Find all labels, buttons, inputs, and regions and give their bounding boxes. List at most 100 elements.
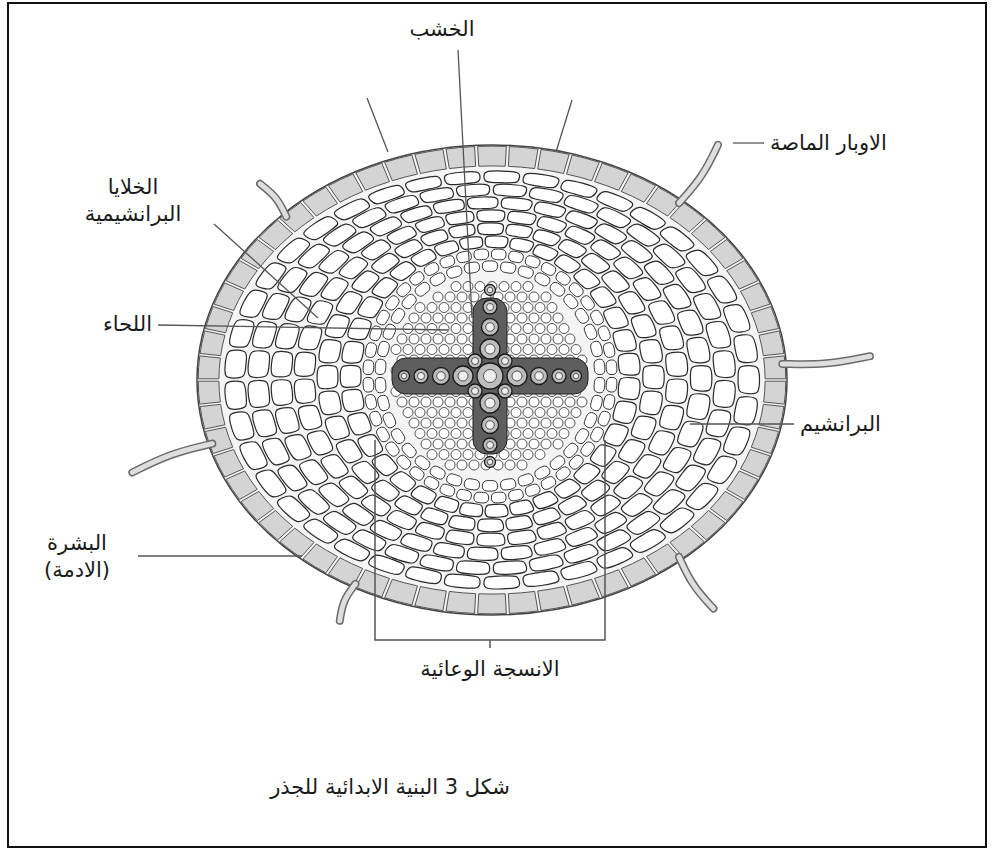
phloem-cell	[505, 460, 515, 470]
phloem-cell	[445, 397, 455, 407]
epidermis-cell	[214, 283, 243, 311]
xylem-lumen	[487, 287, 493, 293]
phloem-cell	[469, 460, 479, 470]
parenchyma-cell	[687, 394, 710, 420]
phloem-cell	[565, 397, 575, 407]
parenchyma-cell	[564, 195, 598, 212]
endodermis-cell	[598, 411, 610, 426]
phloem-cell	[565, 334, 575, 344]
xylem-vessel	[468, 354, 482, 368]
endodermis-cell	[383, 413, 396, 428]
stele-cells	[391, 282, 587, 471]
parenchyma-cell	[501, 198, 532, 211]
parenchyma-cell	[678, 421, 703, 447]
xylem-vessel	[468, 384, 482, 398]
xylem-lumen	[485, 344, 495, 354]
phloem-cell	[535, 303, 545, 313]
phloem-cell	[397, 334, 407, 344]
endodermis-cell	[430, 273, 445, 286]
epidermis-cell	[200, 331, 225, 356]
phloem-cell	[457, 439, 467, 449]
parenchyma-cell	[325, 416, 349, 440]
phloem-cell	[565, 418, 575, 428]
parenchyma-cell	[446, 211, 474, 224]
phloem-cell	[463, 429, 473, 439]
xylem-lumen	[485, 398, 495, 408]
phloem-cell	[421, 313, 431, 323]
phloem-cell	[517, 418, 527, 428]
endodermis-cell	[402, 443, 416, 458]
endodermis-cell	[378, 395, 390, 410]
parenchyma-cell	[618, 353, 640, 375]
root-hairs	[132, 145, 870, 621]
parenchyma-cell	[478, 519, 504, 532]
xylem-lumen	[487, 304, 494, 311]
parenchyma-cell	[506, 516, 533, 531]
phloem-cell	[541, 397, 551, 407]
endodermis-cell	[474, 492, 489, 503]
phloem-cell	[517, 397, 527, 407]
parenchyma-cell	[613, 329, 636, 351]
endodermis-cell	[581, 296, 595, 310]
endodermis-cell	[598, 326, 610, 341]
phloem-cell	[409, 313, 419, 323]
epidermis-cell	[214, 449, 243, 477]
root-ground	[197, 145, 787, 615]
parenchyma-cell	[456, 184, 489, 196]
parenchyma-cell	[485, 504, 508, 517]
phloem-cell	[463, 345, 473, 355]
phloem-cell	[403, 345, 413, 355]
phloem-cell	[523, 450, 533, 460]
parenchyma-cell	[666, 379, 688, 403]
phloem-cell	[577, 397, 587, 407]
epidermis-cell	[415, 587, 446, 611]
parenchyma-cell	[564, 545, 598, 564]
parenchyma-cell	[342, 389, 364, 411]
root-outline	[197, 145, 787, 615]
phloem-cell	[439, 324, 449, 334]
parenchyma-cell	[277, 238, 309, 263]
endodermis-cell	[457, 489, 472, 500]
parenchyma-cell	[630, 207, 665, 229]
xylem-lumen	[556, 373, 563, 380]
epidermis-cell	[478, 146, 507, 166]
phloem-cell	[511, 450, 521, 460]
endodermis-cell	[365, 343, 376, 358]
parenchyma-cell	[253, 321, 277, 348]
endodermis-cell	[363, 360, 374, 375]
part-label: البشرة (الادمة)	[22, 530, 132, 585]
endodermis-cell	[535, 466, 550, 479]
parenchyma-cell	[537, 522, 566, 539]
epidermis-cell	[508, 147, 538, 169]
parenchyma-cell	[561, 562, 597, 580]
leader-line	[158, 325, 448, 330]
phloem-cell	[511, 345, 521, 355]
phloem-cell	[427, 303, 437, 313]
phloem-cell	[523, 408, 533, 418]
parenchyma-cell	[690, 366, 711, 392]
phloem-cell	[433, 439, 443, 449]
endodermis-cell	[447, 474, 462, 486]
parenchyma-cell	[666, 352, 688, 376]
endodermis-cell	[491, 249, 506, 260]
part-label: اللحاء	[103, 311, 152, 338]
part-label: الاوبار الماصة	[770, 130, 887, 157]
parenchyma-cell	[325, 315, 349, 338]
phloem-cell	[511, 324, 521, 334]
phloem-cell	[571, 408, 581, 418]
phloem-cell	[451, 282, 461, 292]
parenchyma-cell	[459, 503, 482, 517]
parenchyma-cell	[456, 561, 489, 575]
phloem-cell	[427, 345, 437, 355]
epidermis-cell	[478, 594, 507, 614]
phloem-cell	[433, 334, 443, 344]
parenchyma-cell	[449, 516, 475, 531]
parenchyma-cell	[630, 530, 665, 553]
phloem-cell	[541, 313, 551, 323]
xylem-vessel	[480, 393, 500, 413]
phloem-cell	[511, 408, 521, 418]
parenchyma-cell	[405, 567, 441, 584]
phloem-cell	[517, 292, 527, 302]
phloem-cell	[457, 418, 467, 428]
phloem-cell	[541, 292, 551, 302]
